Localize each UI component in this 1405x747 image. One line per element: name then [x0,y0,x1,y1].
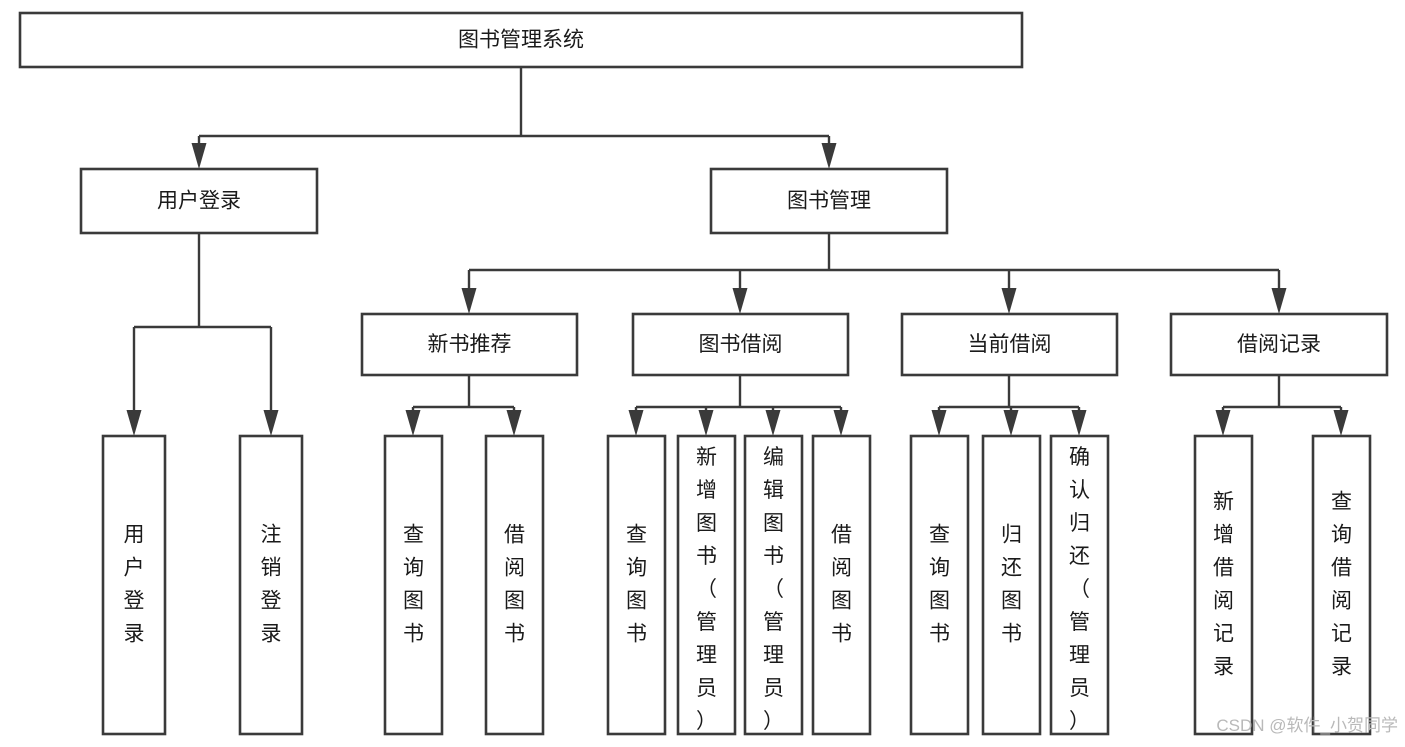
node-leaf-logout[interactable]: 注销登录 [238,434,304,736]
node-box[interactable] [1049,434,1110,736]
arrow-head-icon [1271,288,1287,314]
node-new-book-recommend[interactable]: 新书推荐 [360,312,579,377]
node-label: 确认归还（管理员） [1069,446,1090,733]
arrow-head-icon [126,410,142,436]
node-leaf-query-books-current[interactable]: 查询图书 [909,434,970,736]
arrow-head-icon [821,143,837,169]
node-box[interactable] [101,434,167,736]
node-label: 新书推荐 [428,333,512,356]
node-box[interactable] [383,434,444,736]
arrow-head-icon [461,288,477,314]
node-leaf-query-books-borrow[interactable]: 查询图书 [606,434,667,736]
node-label: 图书管理系统 [458,29,584,52]
arrow-head-icon [405,410,421,436]
node-book-borrow[interactable]: 图书借阅 [631,312,850,377]
node-borrow-records[interactable]: 借阅记录 [1169,312,1389,377]
node-box[interactable] [631,312,850,377]
arrow-head-icon [1001,288,1017,314]
arrow-head-icon [628,410,644,436]
arrow-head-icon [931,410,947,436]
arrow-head-icon [191,143,207,169]
node-label: 查询图书 [929,523,950,645]
nodes-layer: 图书管理系统用户登录图书管理新书推荐图书借阅当前借阅借阅记录用户登录注销登录查询… [18,11,1389,736]
arrow-head-icon [1071,410,1087,436]
node-box[interactable] [1169,312,1389,377]
node-label: 借阅记录 [1237,333,1321,356]
node-user-login[interactable]: 用户登录 [79,167,319,235]
node-label: 注销登录 [261,523,282,645]
node-box[interactable] [238,434,304,736]
node-box[interactable] [900,312,1119,377]
node-leaf-add-book[interactable]: 新增图书（管理员） [676,434,737,736]
arrow-head-icon [698,410,714,436]
arrow-head-icon [1215,410,1231,436]
node-label: 图书管理 [787,190,871,213]
node-leaf-edit-book[interactable]: 编辑图书（管理员） [743,434,804,736]
arrow-head-icon [1003,410,1019,436]
arrow-head-icon [506,410,522,436]
node-label: 借阅图书 [504,523,525,645]
arrow-head-icon [263,410,279,436]
node-box[interactable] [709,167,949,235]
node-current-borrow[interactable]: 当前借阅 [900,312,1119,377]
node-leaf-query-books-rec[interactable]: 查询图书 [383,434,444,736]
node-box[interactable] [811,434,872,736]
node-label: 图书借阅 [699,333,783,356]
node-label: 用户登录 [157,190,241,213]
connectors-layer [126,67,1349,436]
node-box[interactable] [360,312,579,377]
node-box[interactable] [18,11,1024,69]
node-box[interactable] [743,434,804,736]
node-box[interactable] [676,434,737,736]
node-leaf-borrow-books-rec[interactable]: 借阅图书 [484,434,545,736]
node-box[interactable] [606,434,667,736]
node-leaf-return-book[interactable]: 归还图书 [981,434,1042,736]
node-box[interactable] [981,434,1042,736]
node-box[interactable] [909,434,970,736]
watermark-label: CSDN @软件_小贺同学 [1216,716,1398,735]
node-leaf-add-record[interactable]: 新增借阅记录 [1193,434,1254,736]
node-leaf-borrow-book[interactable]: 借阅图书 [811,434,872,736]
node-leaf-confirm-return[interactable]: 确认归还（管理员） [1049,434,1110,736]
node-label: 用户登录 [124,523,145,645]
node-label: 借阅图书 [831,523,852,645]
node-label: 编辑图书（管理员） [763,446,784,733]
node-root[interactable]: 图书管理系统 [18,11,1024,69]
node-label: 查询借阅记录 [1331,490,1352,678]
node-label: 当前借阅 [968,333,1052,356]
node-label: 查询图书 [626,523,647,645]
arrow-head-icon [765,410,781,436]
node-label: 新增图书（管理员） [696,446,717,733]
node-label: 新增借阅记录 [1213,490,1234,678]
node-box[interactable] [79,167,319,235]
node-book-management[interactable]: 图书管理 [709,167,949,235]
node-box[interactable] [484,434,545,736]
node-box[interactable] [1193,434,1254,736]
node-leaf-user-login[interactable]: 用户登录 [101,434,167,736]
node-label: 查询图书 [403,523,424,645]
arrow-head-icon [833,410,849,436]
node-label: 归还图书 [1001,523,1022,645]
node-box[interactable] [1311,434,1372,736]
arrow-head-icon [732,288,748,314]
node-leaf-query-record[interactable]: 查询借阅记录 [1311,434,1372,736]
arrow-head-icon [1333,410,1349,436]
